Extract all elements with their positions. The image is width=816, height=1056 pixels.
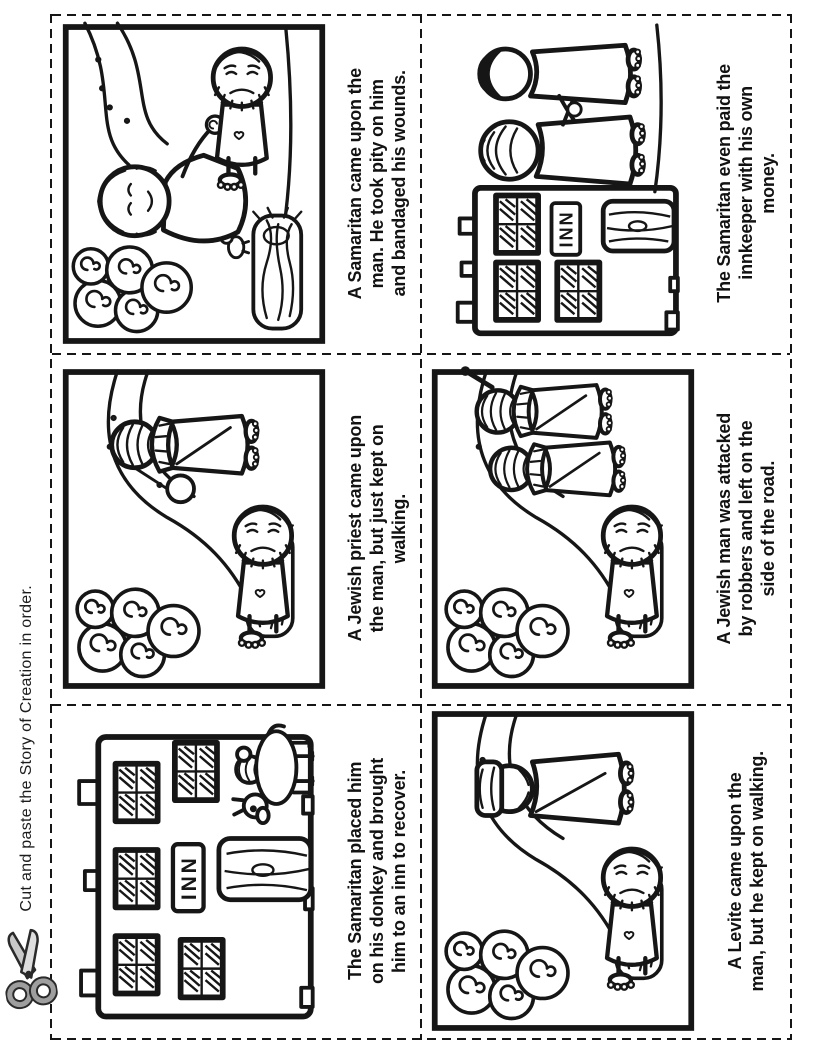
story-card-levite-passes: A Levite came upon the man, but he kept … [421, 704, 790, 1038]
illustration-levite-passing [431, 711, 694, 1031]
card-caption-text: The Samaritan even paid the innkeeper wi… [714, 64, 778, 303]
illustration-inn-and-donkey: INN [76, 723, 315, 1020]
priest-figure [111, 416, 258, 504]
levite-figure [473, 751, 634, 826]
card-illustration [52, 14, 335, 353]
card-caption: The Samaritan even paid the innkeeper wi… [704, 14, 790, 353]
card-caption: A Levite came upon the man, but he kept … [704, 704, 790, 1038]
cut-line-row1 [52, 353, 790, 355]
inn-door [215, 836, 313, 903]
card-caption-text: The Samaritan placed him on his donkey a… [345, 758, 409, 984]
illustration-priest-passing [62, 368, 325, 689]
card-caption-text: A Jewish priest came upon the man, but j… [345, 415, 409, 642]
card-illustration [421, 353, 704, 704]
story-card-donkey-to-inn: INN The Samaritan placed him on his donk… [52, 704, 421, 1038]
card-caption: A Jewish priest came upon the man, but j… [335, 353, 421, 704]
inn-door [600, 198, 676, 253]
innkeeper-figure [477, 93, 646, 186]
card-illustration: INN [421, 14, 704, 353]
card-caption: A Samaritan came upon the man. He took p… [335, 14, 421, 353]
story-card-pays-innkeeper: INN [421, 14, 790, 353]
card-illustration [421, 704, 704, 1038]
illustration-samaritan-bandaging [62, 21, 325, 344]
log [250, 205, 303, 330]
card-caption-text: A Samaritan came upon the man. He took p… [345, 67, 409, 300]
samaritan-figure [476, 42, 642, 123]
inn-sign: INN [549, 200, 582, 257]
card-illustration: INN [52, 704, 335, 1038]
cut-line-middle-vertical [420, 14, 422, 1040]
scissors-icon [5, 928, 58, 1010]
illustration-robbers [431, 365, 694, 689]
inn-sign-text: INN [556, 210, 576, 247]
story-card-priest-passes: A Jewish priest came upon the man, but j… [52, 353, 421, 704]
story-card-robbers-attack: A Jewish man was attacked by robbers and… [421, 353, 790, 704]
cut-line-row2 [52, 704, 790, 706]
cut-line-left [50, 14, 52, 1040]
story-card-samaritan-helps: A Samaritan came upon the man. He took p… [52, 14, 421, 353]
illustration-paying-innkeeper: INN [455, 22, 680, 336]
cut-instruction: Cut and paste the Story of Creation in o… [8, 546, 46, 950]
cut-instruction-text: Cut and paste the Story of Creation in o… [18, 584, 35, 912]
card-caption-text: A Jewish man was attacked by robbers and… [714, 412, 778, 645]
card-caption: A Jewish man was attacked by robbers and… [704, 353, 790, 704]
card-caption: The Samaritan placed him on his donkey a… [335, 704, 421, 1038]
inn-sign-text: INN [177, 855, 200, 900]
inn-sign: INN [170, 842, 206, 914]
card-caption-text: A Levite came upon the man, but he kept … [725, 750, 767, 992]
card-illustration [52, 353, 335, 704]
cut-line-right [790, 14, 792, 1040]
robber-figures [460, 365, 625, 495]
